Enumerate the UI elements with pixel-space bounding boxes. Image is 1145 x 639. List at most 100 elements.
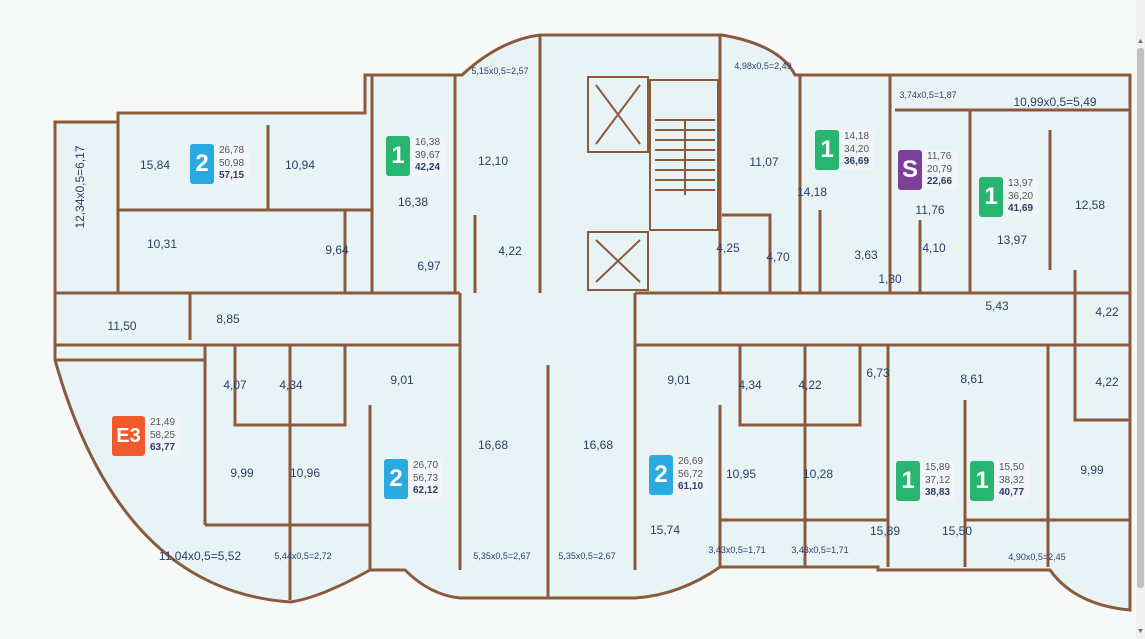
room-area: 4,25 (716, 241, 740, 255)
living-area: 14,18 (844, 131, 870, 143)
living-area: 26,78 (219, 145, 245, 157)
room-area: 4,10 (922, 241, 946, 255)
room-area: 16,68 (477, 438, 509, 452)
room-area: 9,01 (390, 373, 414, 387)
balcony-area: 3,43x0,5=1,71 (708, 545, 766, 555)
living-area: 26,69 (678, 456, 704, 468)
area-with-balcony: 61,10 (678, 481, 704, 493)
room-area: 15,89 (869, 524, 901, 538)
room-area: 10,94 (284, 158, 316, 172)
room-area: 9,99 (1080, 463, 1104, 477)
room-area: 9,64 (325, 243, 349, 257)
room-area: 11,07 (749, 155, 779, 169)
room-area: 4,34 (738, 378, 762, 392)
balcony-area: 5,44x0,5=2,72 (274, 551, 332, 561)
room-area: 3,63 (854, 248, 878, 262)
total-area: 39,67 (415, 149, 441, 161)
room-area: 6,73 (866, 366, 890, 380)
room-area: 8,61 (960, 372, 984, 386)
total-area: 38,32 (999, 474, 1025, 486)
apartment-type-badge: 1 (896, 461, 920, 501)
balcony-area: 4,98x0,5=2,49 (734, 61, 792, 71)
total-area: 34,20 (844, 143, 870, 155)
balcony-area: 3,74x0,5=1,87 (899, 90, 957, 100)
area-with-balcony: 22,66 (927, 176, 953, 188)
living-area: 13,97 (1008, 178, 1034, 190)
room-area: 4,22 (498, 244, 522, 258)
room-area: 15,50 (941, 524, 973, 538)
total-area: 56,72 (678, 468, 704, 480)
total-area: 58,25 (150, 429, 176, 441)
apartment-type-badge: 1 (979, 177, 1003, 217)
total-area: 37,12 (925, 474, 951, 486)
balcony-area: 11,04x0,5=5,52 (158, 549, 242, 563)
room-area: 13,97 (996, 233, 1028, 247)
apartment-type-badge: 2 (384, 459, 408, 499)
room-area: 12,10 (477, 154, 509, 168)
balcony-area: 4,90x0,5=2,45 (1008, 552, 1066, 562)
scroll-down-arrow-icon[interactable]: ▼ (1137, 628, 1144, 635)
room-area: 6,97 (417, 259, 441, 273)
balcony-area: 5,15x0,5=2,57 (471, 66, 529, 76)
apartment-type-badge: S (898, 150, 922, 190)
area-with-balcony: 62,12 (413, 485, 439, 497)
room-area: 16,38 (397, 195, 429, 209)
room-area: 4,07 (223, 378, 247, 392)
elevator-shafts (587, 76, 719, 291)
room-area: 15,74 (649, 523, 681, 537)
balcony-area: 12,34x0,5=6,17 (73, 145, 87, 229)
room-area: 11,50 (107, 319, 137, 333)
living-area: 26,70 (413, 460, 439, 472)
room-area: 4,22 (1095, 375, 1119, 389)
room-area: 14,18 (796, 185, 828, 199)
room-area: 4,34 (279, 378, 303, 392)
vertical-scrollbar[interactable]: ▲ ▼ (1136, 0, 1145, 639)
room-area: 4,22 (1095, 305, 1119, 319)
room-area: 4,70 (766, 250, 790, 264)
room-area: 12,58 (1074, 198, 1106, 212)
room-area: 10,28 (802, 467, 834, 481)
living-area: 15,89 (925, 462, 951, 474)
building-outline (53, 33, 1132, 612)
room-area: 10,96 (289, 466, 321, 480)
total-area: 50,98 (219, 157, 245, 169)
total-area: 20,79 (927, 163, 953, 175)
area-with-balcony: 42,24 (415, 162, 441, 174)
room-area: 9,99 (230, 466, 254, 480)
living-area: 15,50 (999, 462, 1025, 474)
room-area: 5,43 (985, 299, 1009, 313)
apartment-type-badge: 2 (649, 455, 673, 495)
total-area: 36,20 (1008, 190, 1034, 202)
area-with-balcony: 63,77 (150, 442, 176, 454)
room-area: 10,31 (146, 237, 178, 251)
living-area: 11,76 (927, 151, 952, 163)
total-area: 56,73 (413, 472, 439, 484)
area-with-balcony: 57,15 (219, 170, 245, 182)
apartment-type-badge: 2 (190, 144, 214, 184)
living-area: 16,38 (415, 137, 441, 149)
balcony-area: 10,99x0,5=5,49 (1013, 95, 1097, 109)
area-with-balcony: 41,69 (1008, 203, 1034, 215)
apartment-type-badge: 1 (970, 461, 994, 501)
room-area: 9,01 (667, 373, 691, 387)
room-area: 16,68 (582, 438, 614, 452)
scrollbar-thumb[interactable] (1137, 48, 1144, 588)
balcony-area: 3,43x0,5=1,71 (791, 545, 849, 555)
area-with-balcony: 38,83 (925, 487, 951, 499)
area-with-balcony: 40,77 (999, 487, 1025, 499)
apartment-type-badge: 1 (815, 130, 839, 170)
scroll-up-arrow-icon[interactable]: ▲ (1137, 38, 1144, 45)
room-area: 15,84 (139, 158, 171, 172)
balcony-area: 5,35x0,5=2,67 (473, 551, 531, 561)
